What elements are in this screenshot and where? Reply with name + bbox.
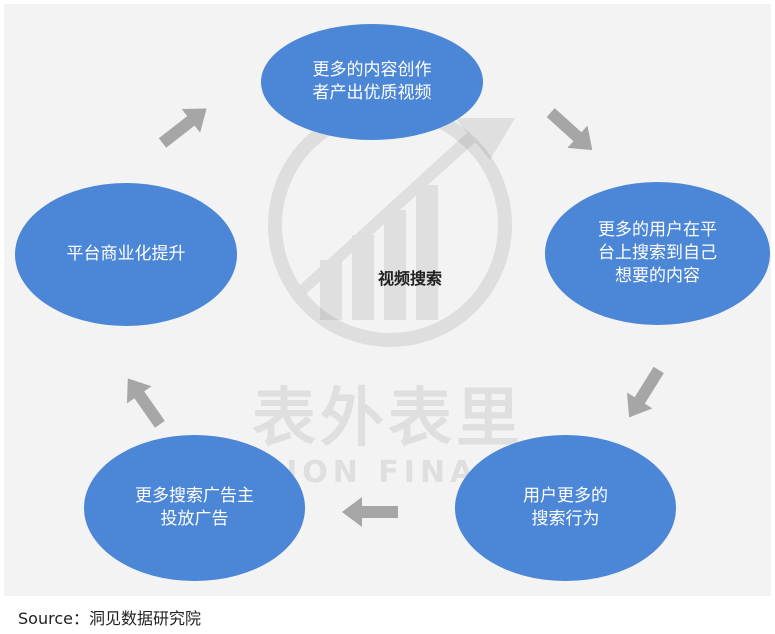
source-caption: Source：洞见数据研究院 bbox=[18, 609, 201, 628]
node-advertisers: 更多搜索广告主 投放广告 bbox=[84, 435, 305, 581]
node-content-creators: 更多的内容创作 者产出优质视频 bbox=[261, 24, 483, 140]
arrow-bottom-right-to-bottom-left bbox=[342, 497, 398, 527]
center-label: 视频搜索 bbox=[377, 269, 442, 288]
watermark-title: 表外表里 bbox=[252, 382, 524, 456]
node-search-behavior: 用户更多的 搜索行为 bbox=[455, 435, 676, 581]
arrow-top-to-right bbox=[540, 101, 603, 162]
arrow-right-to-bottom-right bbox=[616, 362, 672, 426]
node-monetization: 平台商业化提升 bbox=[15, 183, 237, 326]
arrow-bottom-left-to-left bbox=[115, 369, 173, 433]
node-users-search: 更多的用户在平 台上搜索到自己 想要的内容 bbox=[545, 182, 770, 325]
arrow-left-to-top bbox=[153, 96, 216, 155]
